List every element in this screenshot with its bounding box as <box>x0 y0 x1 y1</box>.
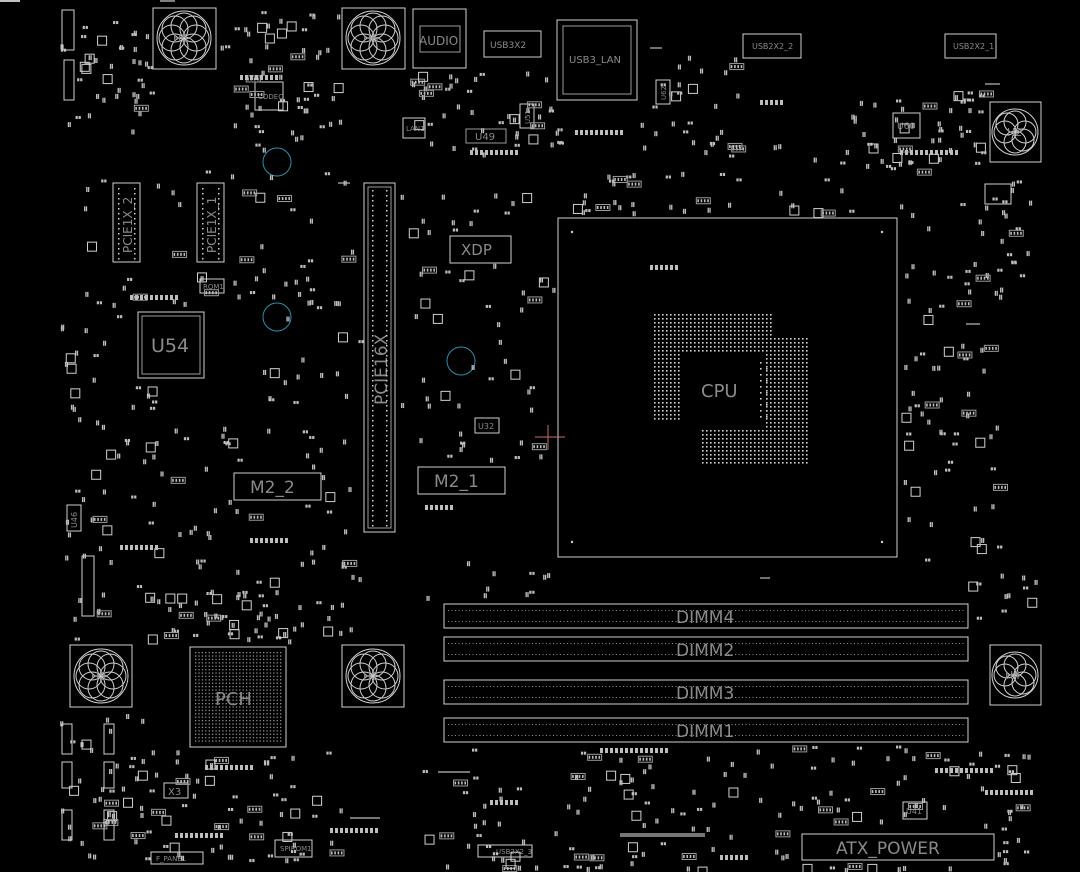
dimm4-slot: DIMM4 <box>443 603 969 629</box>
svg-text:H6: H6 <box>363 32 378 45</box>
svg-text:H4: H4 <box>1005 669 1020 682</box>
m2-2-slot: M2_2 <box>233 472 322 501</box>
m2-1-slot: M2_1 <box>417 466 506 495</box>
dimm1-label: DIMM1 <box>676 722 734 742</box>
u32-chip: U32 <box>474 417 500 434</box>
rom-label: ROM1 <box>203 283 224 291</box>
x3-crystal: X3 <box>163 782 189 799</box>
lan-label: LAN1 <box>406 125 425 133</box>
fiducial-circle <box>446 346 476 376</box>
pcie16x-label: PCIE16X <box>372 333 392 405</box>
u62-label: U62 <box>660 86 668 100</box>
codec-chip: CODEC <box>254 81 284 111</box>
usb3x2-label: USB3X2 <box>490 41 526 51</box>
usb3x2-connector: USB3X2 <box>483 30 542 58</box>
u49-chip: U49 <box>465 128 507 144</box>
cpu-socket: CPU <box>557 217 898 558</box>
fiducial-circle <box>262 147 292 177</box>
mount-hole-h4: H4 <box>989 644 1042 706</box>
xdp-label: XDP <box>461 241 492 259</box>
x3-label: X3 <box>168 787 181 798</box>
dimm4-label: DIMM4 <box>676 608 734 628</box>
pcie1x-1-label: PCIE1X_1 <box>205 197 219 253</box>
dimm2-slot: DIMM2 <box>443 636 969 662</box>
u60-chip: U60 <box>892 112 921 139</box>
smd-components <box>60 9 1038 872</box>
dimm3-label: DIMM3 <box>676 684 734 704</box>
pch-chip: PCH <box>189 646 287 748</box>
usb2x2-2-label: USB2X2_2 <box>752 42 793 51</box>
atx-power-label: ATX_POWER <box>836 839 940 859</box>
u51-label: U51 <box>524 110 532 124</box>
svg-text:H7: H7 <box>363 670 378 683</box>
dimm2-label: DIMM2 <box>676 641 734 661</box>
mount-hole-h6: H6 <box>341 7 406 70</box>
rom-chip: ROM1 <box>199 278 225 294</box>
usb2x2-2-connector: USB2X2_2 <box>742 33 802 59</box>
u60-label: U60 <box>897 122 915 132</box>
usb3-lan-connector: USB3_LAN <box>556 19 638 101</box>
usb3-lan-label: USB3_LAN <box>569 55 621 66</box>
svg-text:H2: H2 <box>1007 126 1022 139</box>
codec-label: CODEC <box>258 93 283 101</box>
xdp-header: XDP <box>449 235 512 264</box>
svg-text:H5: H5 <box>173 32 188 45</box>
u41-label: U41 <box>906 807 922 816</box>
pcie1x-1-slot: PCIE1X_1 <box>196 182 225 263</box>
m2-1-label: M2_1 <box>434 472 479 492</box>
pcie1x-2-slot: PCIE1X_2 <box>112 182 141 263</box>
u54-chip: U54 <box>137 311 205 379</box>
pch-label: PCH <box>215 689 252 710</box>
u41-chip: U41 <box>902 801 928 820</box>
lan-chip: LAN1 <box>402 117 426 139</box>
spirom-label: SPIROM1 <box>280 845 312 853</box>
mount-hole-h5: H5 <box>152 7 217 70</box>
atx-power-connector: ATX_POWER <box>801 833 995 861</box>
spirom-header: SPIROM1 <box>274 839 313 858</box>
fpanel-header: F_PANEL <box>150 851 204 865</box>
usb2x2-1-label: USB2X2_1 <box>953 42 994 51</box>
mount-hole-h2: H2 <box>989 101 1042 163</box>
dimm1-slot: DIMM1 <box>443 717 969 743</box>
u49-label: U49 <box>475 132 495 143</box>
mount-hole-h7: H7 <box>341 644 405 708</box>
u62-chip: U62 <box>655 79 671 105</box>
u46-chip: U46 <box>66 504 82 532</box>
audio-label: AUDIO <box>419 34 458 48</box>
cpu-label: CPU <box>701 381 738 402</box>
pcie16x-slot: PCIE16X <box>363 182 396 533</box>
fiducial-circle <box>262 302 292 332</box>
m2-2-label: M2_2 <box>250 478 295 498</box>
u46-label: U46 <box>70 512 79 528</box>
dimm3-slot: DIMM3 <box>443 679 969 705</box>
fpanel-label: F_PANEL <box>156 855 186 863</box>
pcie1x-2-label: PCIE1X_2 <box>121 197 135 253</box>
u32-label: U32 <box>478 422 494 431</box>
usb2x2-1-connector: USB2X2_1 <box>944 33 997 59</box>
svg-text:H3: H3 <box>91 670 106 683</box>
mount-hole-h3: H3 <box>69 644 133 708</box>
audio-connector: AUDIO <box>412 8 467 69</box>
u54-label: U54 <box>151 335 189 357</box>
